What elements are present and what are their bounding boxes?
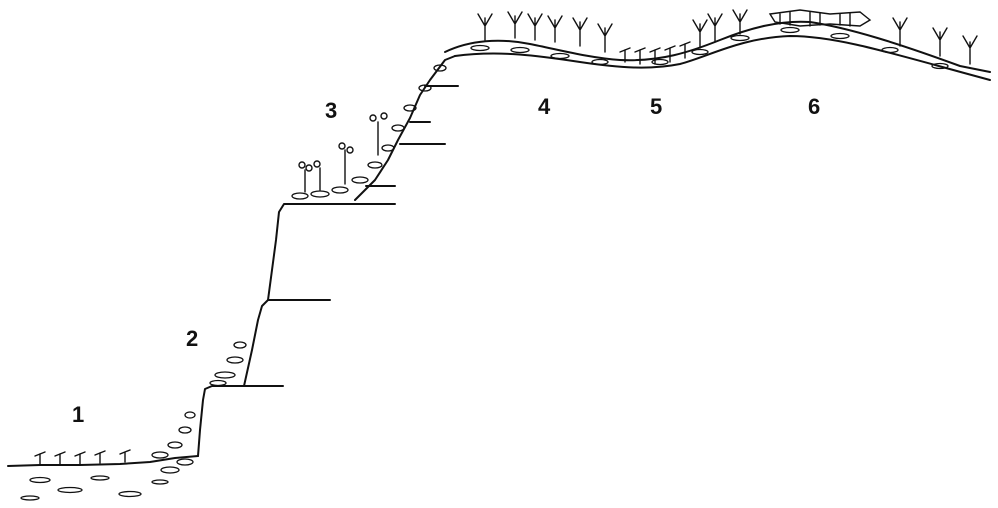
zone-label-1: 1 xyxy=(72,402,85,427)
zone-label-3: 3 xyxy=(325,98,338,123)
zone-label-4: 4 xyxy=(538,94,551,119)
zone-label-6: 6 xyxy=(808,94,821,119)
zone-label-2: 2 xyxy=(186,326,199,351)
lowland-ground-line xyxy=(7,455,199,467)
middle-cliff-face xyxy=(243,299,331,387)
plateau-surface-line xyxy=(454,35,991,81)
upper-talus-slope xyxy=(354,55,456,201)
upper-cliff-face xyxy=(267,203,396,301)
lower-cliff-face xyxy=(197,385,284,457)
zone-label-5: 5 xyxy=(650,94,663,119)
